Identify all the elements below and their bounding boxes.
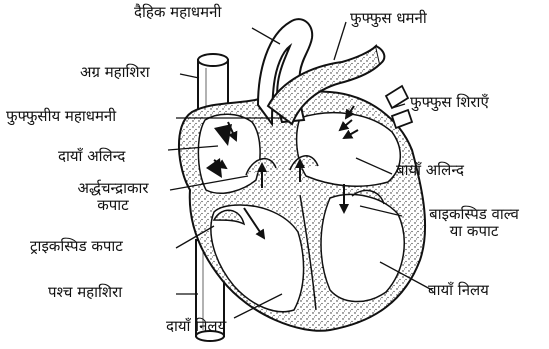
pulmonary-veins-label: फुफ्फुस शिराएँ xyxy=(410,94,489,111)
right-atrium-label: दायाँ अलिन्द xyxy=(58,148,125,165)
tricuspid-valve-label: ट्राइकस्पिड कपाट xyxy=(30,238,123,255)
inferior-vena-cava-label: पश्च महाशिरा xyxy=(48,284,122,301)
pulmonary-trunk-label: फुफ्फुसीय महाधमनी xyxy=(6,108,116,125)
semilunar-valve-label-line2: कपाट xyxy=(48,197,178,214)
bicuspid-valve-label: बाइकस्पिड वाल्व या कपाट xyxy=(404,206,544,241)
bicuspid-valve-label-line2: या कपाट xyxy=(404,223,544,240)
superior-vena-cava-label: अग्र महाशिरा xyxy=(80,64,150,81)
semilunar-valve-label: अर्द्धचन्द्राकार कपाट xyxy=(48,180,178,215)
left-ventricle-label: बायाँ निलय xyxy=(428,282,489,299)
left-ventricle-cavity xyxy=(321,195,404,302)
aorta-label: दैहिक महाधमनी xyxy=(134,4,221,21)
bicuspid-valve-label-line1: बाइकस्पिड वाल्व xyxy=(404,206,544,223)
pulmonary-artery-label: फुफ्फुस धमनी xyxy=(350,10,427,27)
semilunar-valve-label-line1: अर्द्धचन्द्राकार xyxy=(48,180,178,197)
left-atrium-label: बायाँ अलिन्द xyxy=(396,162,464,179)
right-ventricle-label: दायाँ निलय xyxy=(166,318,226,335)
